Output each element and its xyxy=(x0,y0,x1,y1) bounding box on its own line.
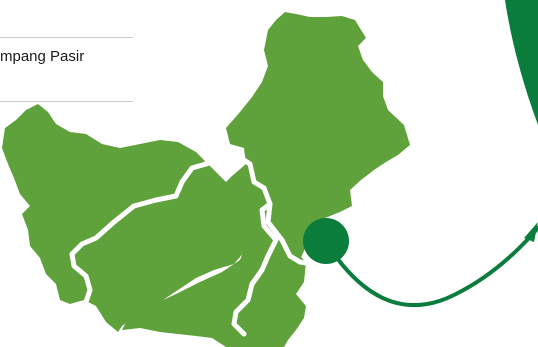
label-bottom-rule xyxy=(0,101,133,102)
province-borders xyxy=(69,129,315,337)
borneo-map-icon xyxy=(2,12,410,347)
west-landmass xyxy=(2,104,252,332)
location-name: mpang Pasir xyxy=(0,48,85,65)
south-landmass xyxy=(122,230,306,347)
border-west xyxy=(69,161,209,305)
curved-arrow-icon xyxy=(335,222,538,308)
label-top-rule xyxy=(0,37,133,38)
north-landmass xyxy=(202,12,410,262)
border-south xyxy=(231,201,279,337)
callout-shape xyxy=(505,0,538,125)
location-label-panel: mpang Pasir xyxy=(0,37,133,102)
location-marker-icon xyxy=(303,218,349,264)
arrow-line xyxy=(335,226,538,308)
arrow-head xyxy=(524,222,538,242)
